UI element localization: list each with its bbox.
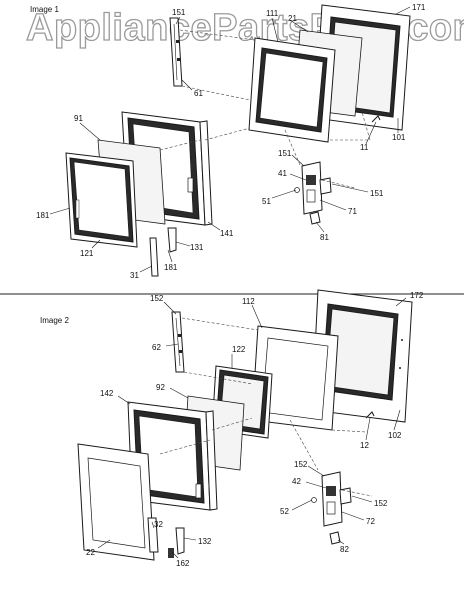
label-121: 121 xyxy=(80,249,94,258)
label-181-a: 181 xyxy=(36,211,50,220)
panel-1: Image 1 xyxy=(30,3,426,280)
part-121-outer-door xyxy=(65,152,138,248)
label-152-a: 152 xyxy=(150,294,164,303)
label-81: 81 xyxy=(320,233,329,242)
label-171: 171 xyxy=(412,3,426,12)
label-21: 21 xyxy=(288,14,297,23)
label-91: 91 xyxy=(74,114,83,123)
part-22-outer-door xyxy=(77,443,155,561)
panel-1-leaders xyxy=(49,6,411,273)
label-52: 52 xyxy=(280,507,289,516)
label-102: 102 xyxy=(388,431,402,440)
label-82: 82 xyxy=(340,545,349,554)
label-141: 141 xyxy=(220,229,234,238)
label-172: 172 xyxy=(410,291,424,300)
part-42-latch-assembly xyxy=(311,471,352,545)
label-132: 132 xyxy=(198,537,212,546)
label-181-b: 181 xyxy=(164,263,178,272)
label-72: 72 xyxy=(366,517,375,526)
label-101: 101 xyxy=(392,133,406,142)
label-71: 71 xyxy=(348,207,357,216)
panel-2-assembly-lines xyxy=(159,317,373,497)
panel-1-title: Image 1 xyxy=(30,5,59,14)
panel-2-title: Image 2 xyxy=(40,316,69,325)
panel-2: Image 2 xyxy=(40,289,424,568)
part-172-outer-door-panel xyxy=(311,289,413,423)
label-151-b: 151 xyxy=(278,149,292,158)
part-41-latch-assembly xyxy=(294,161,332,225)
label-152-c: 152 xyxy=(374,499,388,508)
part-111-door-frame xyxy=(248,37,336,143)
part-131-bracket xyxy=(167,227,177,253)
part-61-hinge-strip xyxy=(169,17,183,87)
label-12: 12 xyxy=(360,441,369,450)
label-11: 11 xyxy=(360,143,369,152)
label-142: 142 xyxy=(100,389,114,398)
label-111: 111 xyxy=(266,9,279,18)
part-12-clip xyxy=(365,411,375,419)
label-122: 122 xyxy=(232,345,246,354)
label-22: 22 xyxy=(86,548,95,557)
part-31-trim xyxy=(149,237,159,277)
label-51: 51 xyxy=(262,197,271,206)
panel-1-assembly-lines xyxy=(159,29,371,189)
label-92: 92 xyxy=(156,383,165,392)
part-112-door-frame xyxy=(251,325,339,431)
label-162: 162 xyxy=(176,559,190,568)
label-151-c: 151 xyxy=(370,189,384,198)
panel-2-leaders xyxy=(97,297,407,559)
label-31: 31 xyxy=(130,271,139,280)
part-162-clip xyxy=(168,548,174,558)
part-11-clip xyxy=(371,115,381,123)
part-62-hinge-strip xyxy=(171,311,185,373)
label-42: 42 xyxy=(292,477,301,486)
label-32: 32 xyxy=(154,520,163,529)
label-152-b: 152 xyxy=(294,460,308,469)
label-62: 62 xyxy=(152,343,161,352)
part-132-bracket xyxy=(175,527,185,555)
label-151-a: 151 xyxy=(172,8,186,17)
label-61: 61 xyxy=(194,89,203,98)
part-32-trim xyxy=(147,517,159,553)
label-112: 112 xyxy=(242,297,255,306)
label-41: 41 xyxy=(278,169,287,178)
label-131: 131 xyxy=(190,243,204,252)
